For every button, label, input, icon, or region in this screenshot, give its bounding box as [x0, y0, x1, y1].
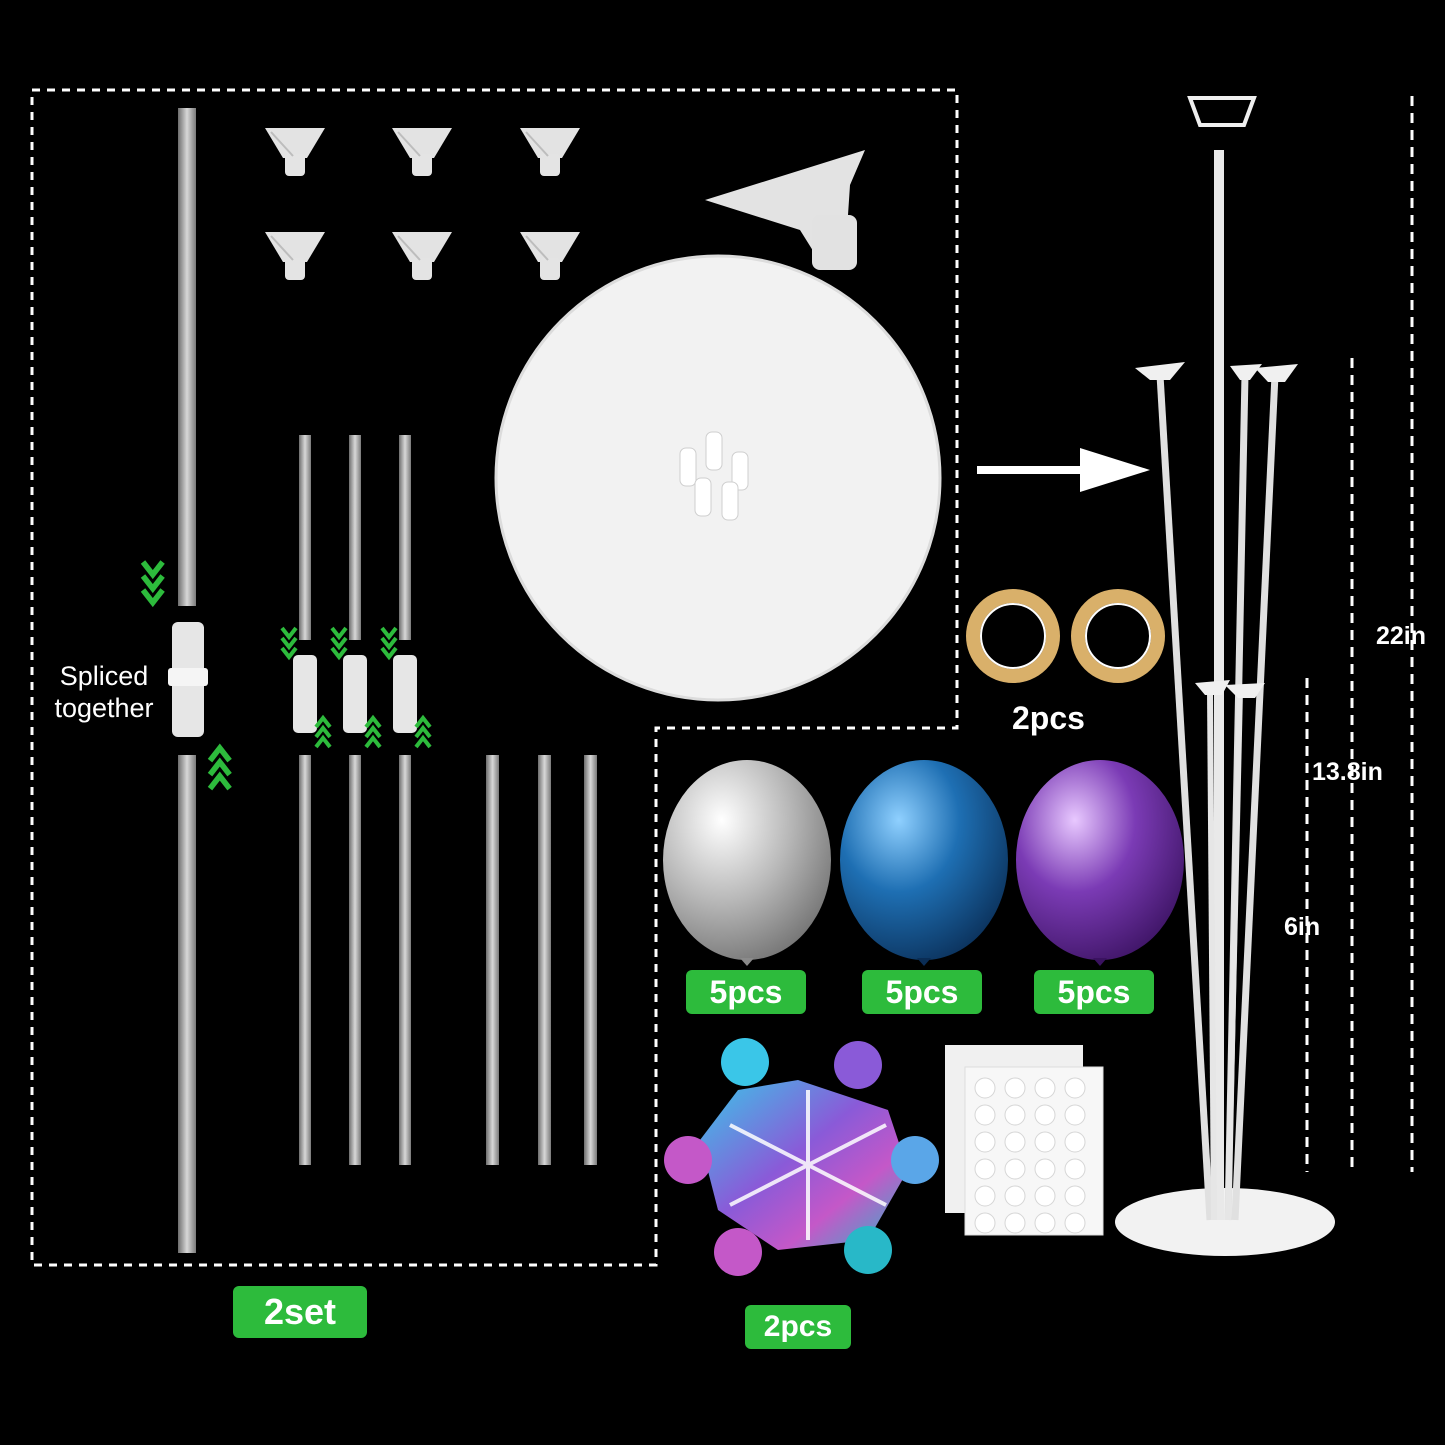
dimension-lower: 6in — [1284, 913, 1321, 941]
set-count-badge: 2set — [233, 1286, 367, 1338]
spliced-together-label: Spliced together — [38, 660, 170, 724]
glue-dot — [1034, 1212, 1056, 1234]
glue-dot — [1004, 1131, 1026, 1153]
large-top-cup — [705, 150, 865, 270]
spliced-line-2: together — [54, 693, 154, 723]
glue-dot — [974, 1077, 996, 1099]
glue-dot — [1064, 1212, 1086, 1234]
tape-count-label: 2pcs — [1012, 700, 1085, 736]
dimension-lines — [1305, 96, 1414, 1172]
spliced-line-1: Spliced — [59, 661, 149, 691]
glue-dot — [1004, 1185, 1026, 1207]
dimension-total: 22in — [1376, 622, 1427, 650]
glue-dot — [974, 1212, 996, 1234]
glue-dot — [1064, 1185, 1086, 1207]
balloon-purple — [1016, 760, 1184, 966]
balloon-cups — [264, 127, 581, 281]
snowflake-balloon — [664, 1038, 939, 1276]
glue-dot — [1064, 1077, 1086, 1099]
glue-dot — [1034, 1185, 1056, 1207]
main-rod — [168, 108, 208, 1253]
glue-dot — [1004, 1077, 1026, 1099]
dimension-middle: 13.8in — [1312, 758, 1383, 786]
balloon-count-badge-silver: 5pcs — [686, 970, 806, 1014]
glue-dot — [1064, 1104, 1086, 1126]
glue-dot — [1034, 1131, 1056, 1153]
glue-dot — [1004, 1212, 1026, 1234]
glue-dot — [1064, 1131, 1086, 1153]
glue-dot — [974, 1131, 996, 1153]
glue-dot — [974, 1185, 996, 1207]
parts-outline — [30, 88, 959, 1267]
glue-dot — [1034, 1158, 1056, 1180]
balloon-count-badge-purple: 5pcs — [1034, 970, 1154, 1014]
glue-dot — [974, 1104, 996, 1126]
tape-rolls — [966, 589, 1165, 683]
balloon-count-badge-blue: 5pcs — [862, 970, 982, 1014]
glue-dot — [1004, 1104, 1026, 1126]
snowflake-count-badge: 2pcs — [745, 1305, 851, 1349]
extra-rods — [486, 755, 597, 1165]
round-base — [494, 254, 942, 702]
balloon-silver — [663, 760, 831, 966]
glue-dot — [1034, 1077, 1056, 1099]
balloon-blue — [840, 760, 1008, 966]
short-rods-spliced — [293, 435, 417, 1165]
assembled-stand — [1115, 96, 1335, 1256]
glue-dot — [974, 1158, 996, 1180]
glue-dots — [974, 1077, 1086, 1234]
glue-dot — [1004, 1158, 1026, 1180]
assembly-arrow — [977, 448, 1150, 492]
glue-dot — [1034, 1104, 1056, 1126]
glue-dot — [1064, 1158, 1086, 1180]
